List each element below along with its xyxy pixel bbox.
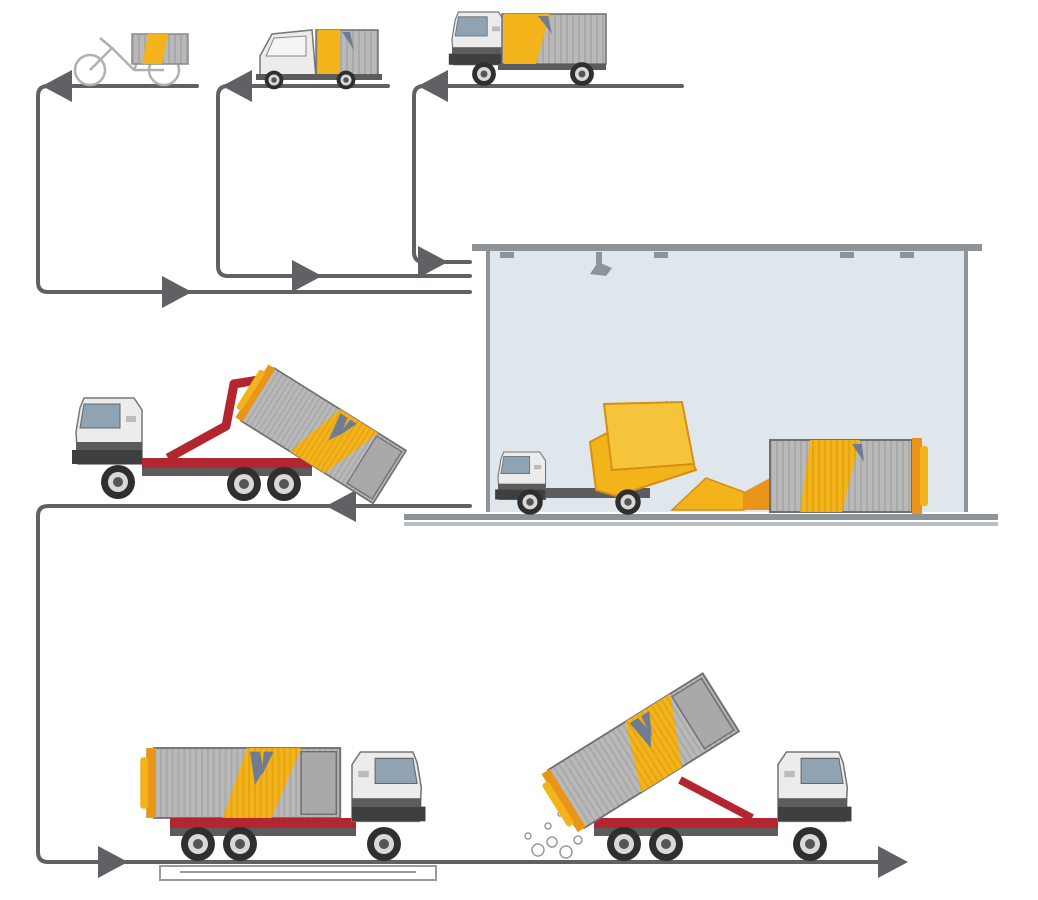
hooklift-truck-unloading-icon (524, 672, 853, 861)
tipper-truck-icon (494, 400, 698, 515)
stationary-compactor-icon (670, 438, 928, 514)
hooklift-truck-loading-icon (71, 361, 407, 505)
arrow-right-icon (418, 246, 448, 278)
arrow-left-icon (418, 70, 448, 102)
flow-line-small-vehicle (216, 84, 472, 278)
hooklift-truck-transport-icon (139, 747, 427, 861)
arrow-right-icon (162, 276, 192, 308)
small-electric-vehicle-icon (256, 29, 382, 90)
arrow-left-icon (222, 70, 252, 102)
cargo-bike-icon (73, 33, 189, 87)
small-compactor-truck-icon (448, 11, 607, 86)
weighbridge-icon (159, 865, 437, 881)
arrow-right-icon (98, 846, 128, 878)
arrow-right-icon (292, 260, 322, 292)
arrow-left-icon (42, 70, 72, 102)
arrow-right-icon (878, 846, 908, 878)
flow-arrows (42, 70, 908, 878)
arrow-left-icon (326, 490, 356, 522)
flow-line-cargo-bike (36, 84, 472, 294)
flow-line-compactor-truck (412, 84, 684, 264)
flow-line-outbound (36, 504, 892, 864)
ceiling-crane-icon (500, 252, 914, 276)
